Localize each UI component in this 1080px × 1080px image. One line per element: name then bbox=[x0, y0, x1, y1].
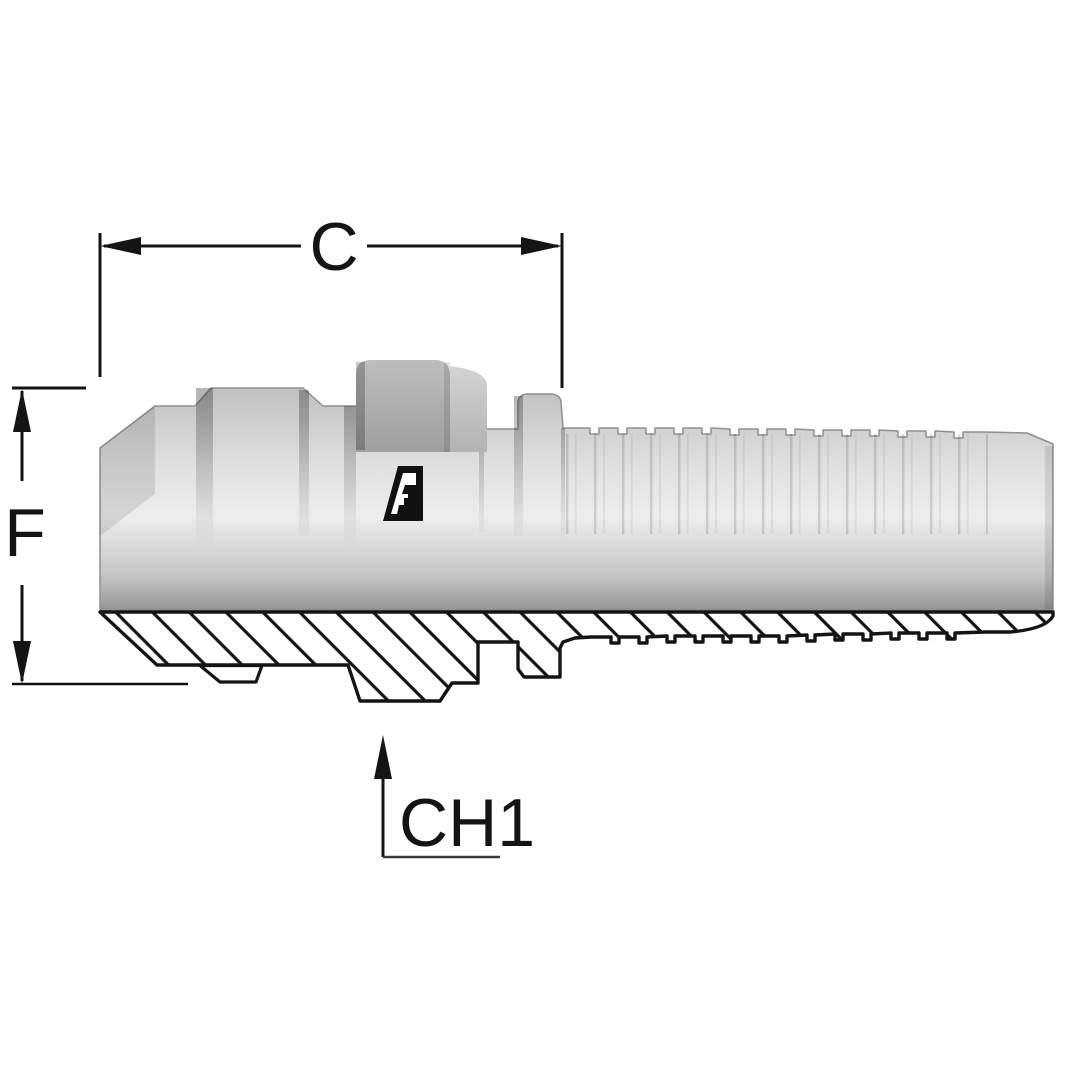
dimension-label-f: F bbox=[4, 495, 46, 571]
dimension-c bbox=[98, 233, 564, 388]
leader-ch1 bbox=[374, 735, 500, 859]
arrow-up-icon bbox=[374, 735, 392, 779]
dimension-label-ch1: CH1 bbox=[399, 785, 536, 861]
section-hatch bbox=[98, 610, 1055, 703]
arrow-up-icon bbox=[13, 389, 31, 432]
thread-shading bbox=[196, 388, 565, 548]
arrow-down-icon bbox=[13, 641, 31, 684]
dimension-label-c: C bbox=[309, 209, 359, 285]
section-view bbox=[98, 610, 1055, 703]
fitting-body bbox=[99, 360, 1054, 612]
section-thread-tab bbox=[198, 663, 264, 684]
right-end-shade bbox=[1045, 446, 1053, 609]
barb-rib-lines bbox=[566, 434, 988, 534]
dimension-f bbox=[12, 386, 188, 686]
arrow-right-icon bbox=[521, 237, 562, 255]
hex-nut-face bbox=[356, 360, 450, 452]
nose-chamfer-shade bbox=[100, 406, 155, 536]
hex-left-shade bbox=[356, 362, 365, 450]
manufacturer-logo-icon bbox=[383, 466, 423, 521]
hex-right-shade bbox=[444, 362, 450, 452]
arrow-left-icon bbox=[100, 237, 141, 255]
hex-nut-back bbox=[450, 366, 487, 452]
